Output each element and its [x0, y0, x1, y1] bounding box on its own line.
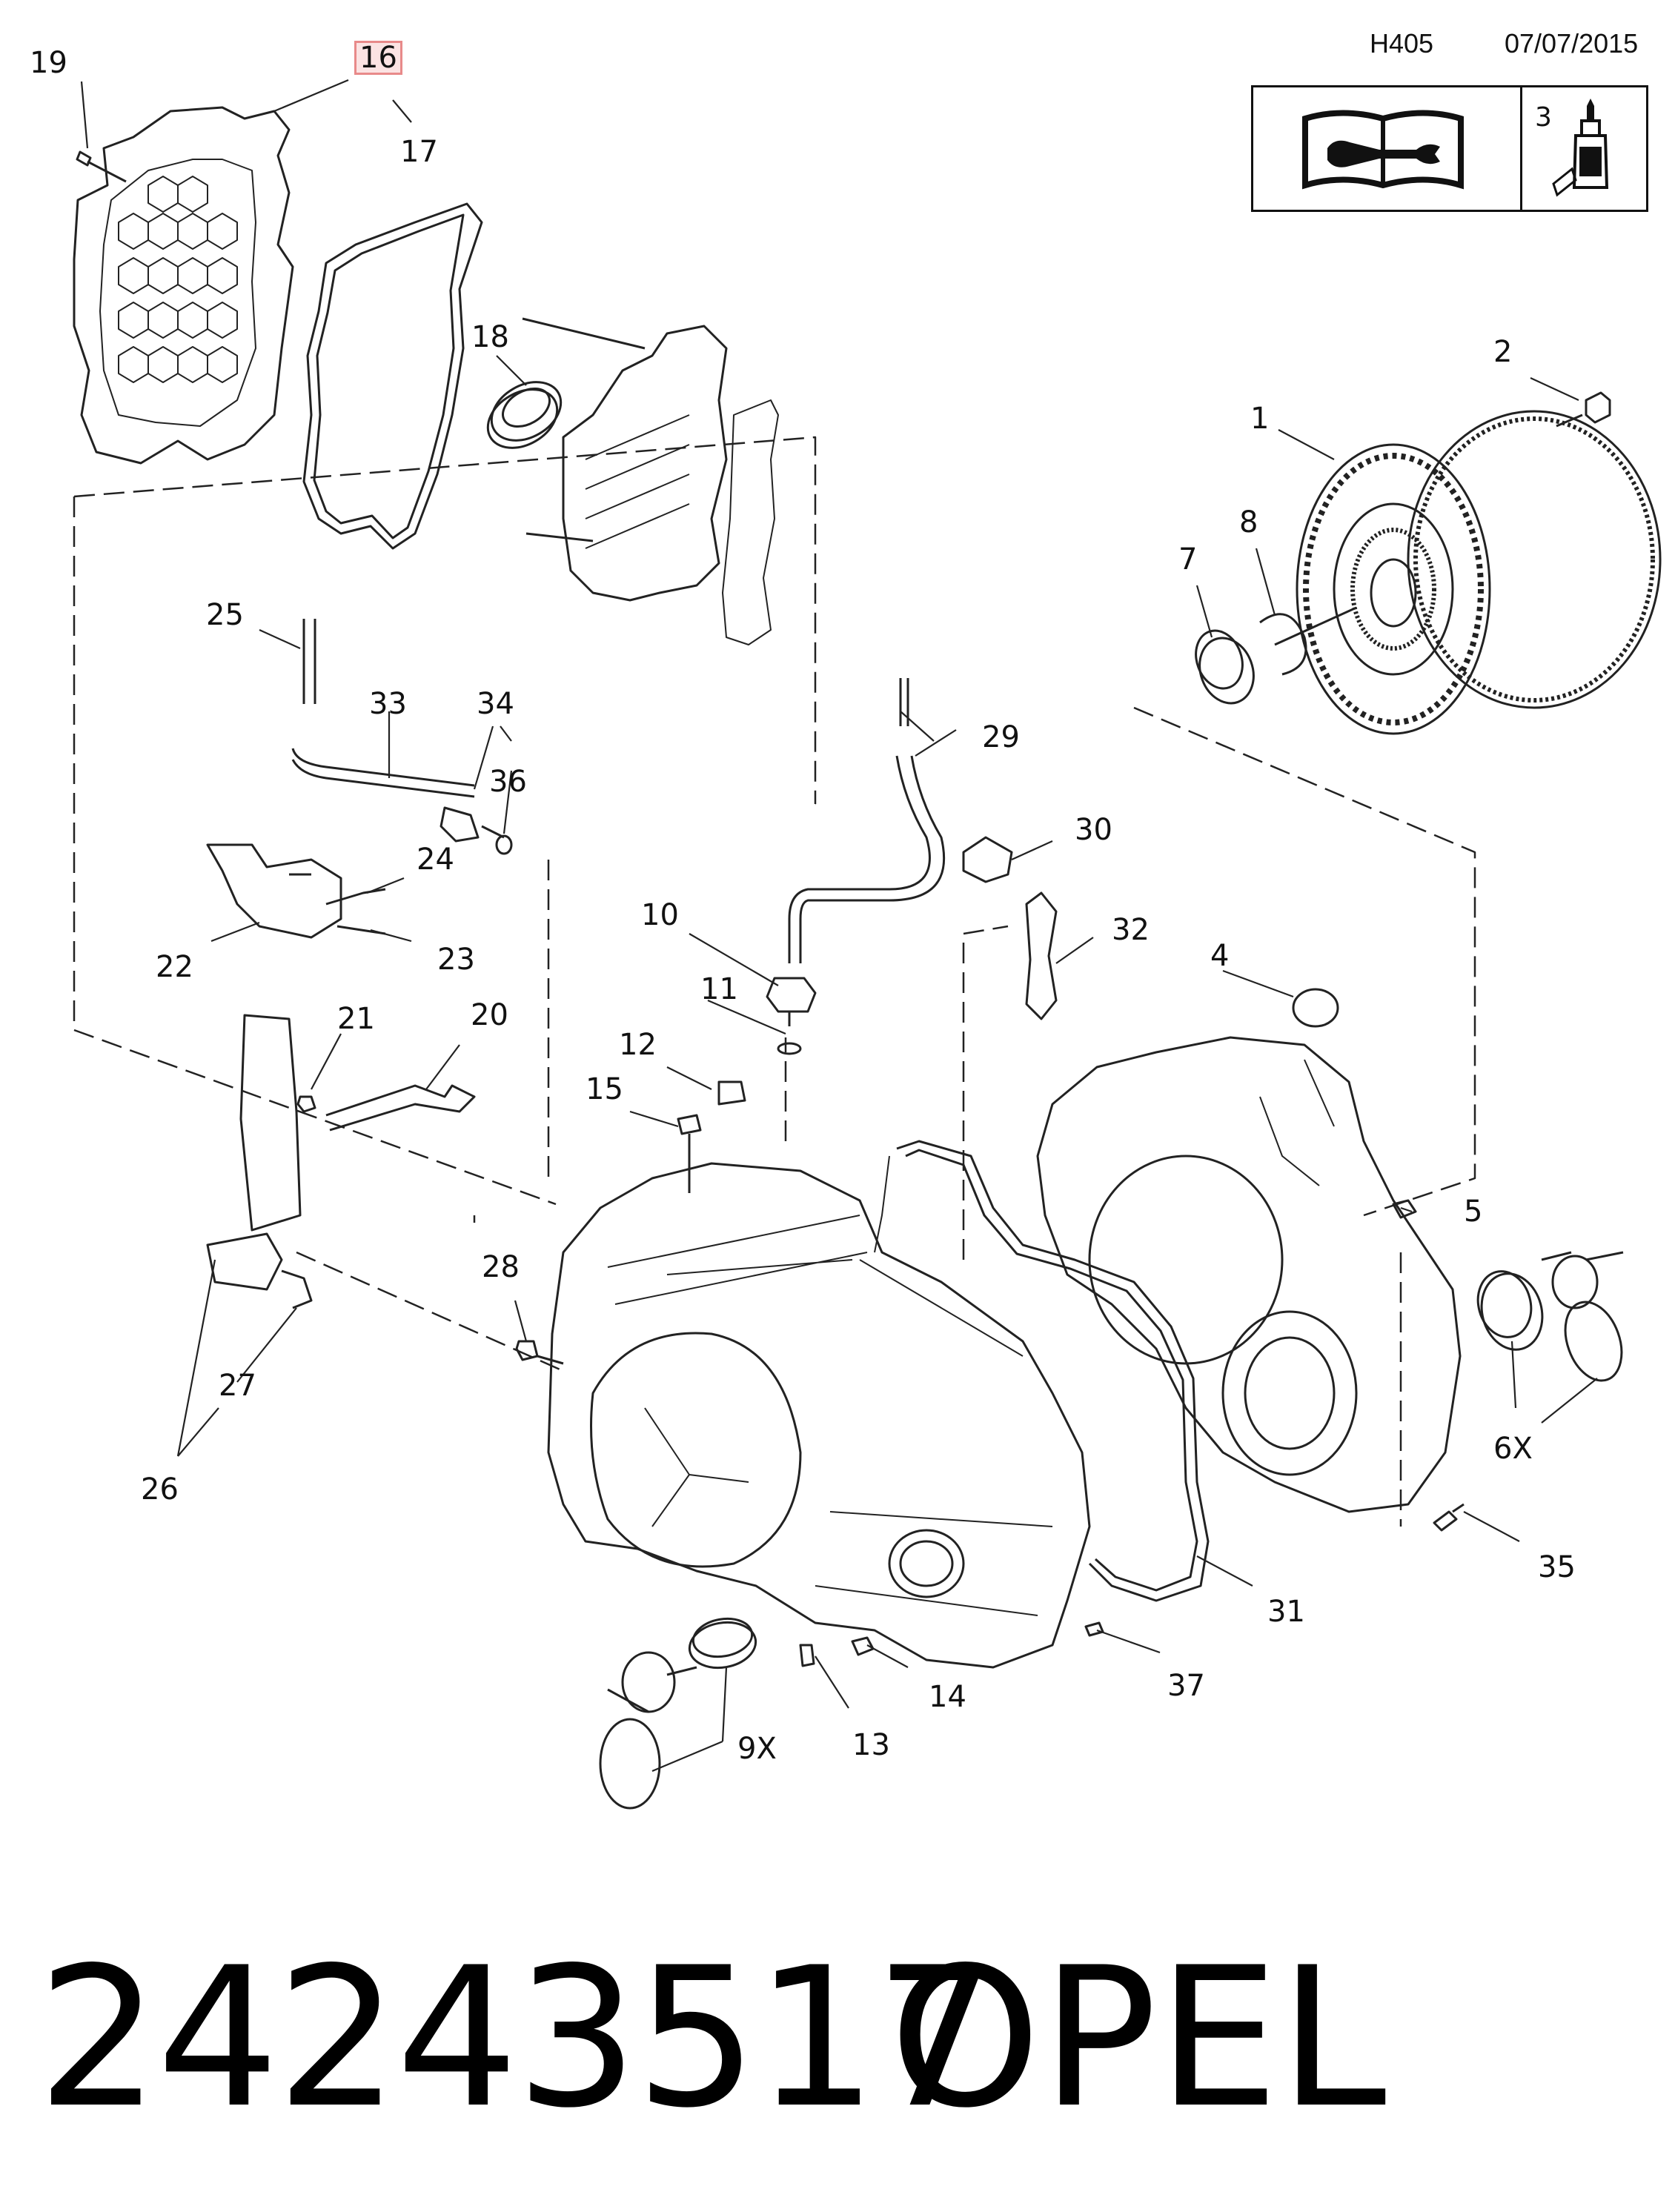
- callout-12: 12: [619, 1028, 657, 1062]
- callout-19: 19: [30, 46, 67, 80]
- seal-18-part: [486, 381, 563, 449]
- ring-8-part: [1259, 613, 1307, 676]
- seal-6x-part: [1476, 1251, 1624, 1382]
- valve-body-cover-part: [73, 106, 294, 465]
- diagram-code: H405: [1370, 28, 1434, 59]
- callout-15: 15: [586, 1072, 623, 1106]
- diagram-date: 07/07/2015: [1505, 28, 1639, 59]
- callout-26: 26: [141, 1472, 179, 1507]
- manual-shaft-parts: [291, 619, 513, 855]
- bolt-19-part: [76, 150, 127, 183]
- callout-23: 23: [437, 943, 475, 977]
- callout-20: 20: [471, 998, 508, 1032]
- callout-17: 17: [400, 135, 438, 169]
- bolt-2-part: [1556, 391, 1611, 428]
- cap-4-part: [1292, 988, 1339, 1028]
- bolt-21-part: [296, 1095, 316, 1113]
- lever-20-part: [325, 1084, 476, 1132]
- callout-30: 30: [1075, 813, 1112, 847]
- callout-25: 25: [206, 598, 244, 632]
- callout-9x: 9X: [737, 1732, 777, 1766]
- sensor-10-part: [766, 977, 817, 1026]
- control-valve-body-part: [522, 317, 779, 645]
- callout-37: 37: [1167, 1669, 1205, 1703]
- callout-2: 2: [1493, 335, 1513, 369]
- callout-27: 27: [219, 1369, 256, 1403]
- callout-36: 36: [489, 765, 527, 799]
- converter-housing-part: [1036, 1036, 1462, 1513]
- callout-5: 5: [1464, 1195, 1483, 1229]
- bolt-5-part: [1392, 1199, 1417, 1219]
- callout-18: 18: [471, 320, 509, 354]
- harness-26-part: [206, 1014, 313, 1309]
- bracket-32-part: [1025, 891, 1058, 1020]
- plug-37-part: [1084, 1621, 1104, 1637]
- book-wrench-icon: [1302, 110, 1464, 190]
- gasket-31-part: [896, 1140, 1210, 1602]
- bolt-35-part: [1433, 1503, 1465, 1532]
- callout-8: 8: [1239, 505, 1258, 539]
- callout-6x: 6X: [1493, 1432, 1533, 1466]
- callout-21: 21: [337, 1002, 375, 1036]
- adhesive-bottle-icon: [1552, 99, 1609, 197]
- callout-13: 13: [852, 1728, 890, 1762]
- callout-31: 31: [1267, 1595, 1305, 1629]
- callout-35: 35: [1538, 1550, 1576, 1584]
- gasket-17-part: [302, 202, 483, 550]
- brand-name: OPEL: [889, 1927, 1387, 2150]
- callout-10: 10: [641, 898, 679, 932]
- callout-16-highlighted: 16: [354, 41, 402, 75]
- callout-1: 1: [1250, 402, 1270, 436]
- bolt-13-part: [799, 1644, 815, 1667]
- torque-converter-part: [1274, 410, 1662, 735]
- seal-9x-part: [599, 1617, 757, 1810]
- callout-32: 32: [1112, 913, 1150, 947]
- callout-24: 24: [417, 843, 454, 877]
- vent-tube-29-part: [788, 678, 946, 963]
- callout-28: 28: [482, 1250, 520, 1284]
- callout-7: 7: [1178, 542, 1198, 577]
- callout-34: 34: [477, 687, 514, 721]
- transmission-case-part: [547, 1162, 1091, 1669]
- callout-4: 4: [1210, 939, 1230, 973]
- callout-22: 22: [156, 950, 193, 984]
- clip-30-part: [962, 836, 1013, 883]
- callout-14: 14: [929, 1680, 966, 1714]
- seal-11-part: [777, 1042, 802, 1055]
- legend-divider: [1520, 87, 1522, 210]
- legend-box: 3: [1251, 85, 1648, 212]
- part-number: 24243517: [37, 1927, 997, 2150]
- callout-11: 11: [700, 972, 738, 1006]
- switch-22-part: [206, 843, 386, 939]
- callout-29: 29: [982, 720, 1020, 754]
- seal-7-part: [1195, 629, 1255, 705]
- bolt-15-part: [677, 1114, 702, 1193]
- callout-33: 33: [369, 687, 407, 721]
- legend-adhesive-number: 3: [1535, 102, 1552, 133]
- plug-12-part: [717, 1080, 746, 1106]
